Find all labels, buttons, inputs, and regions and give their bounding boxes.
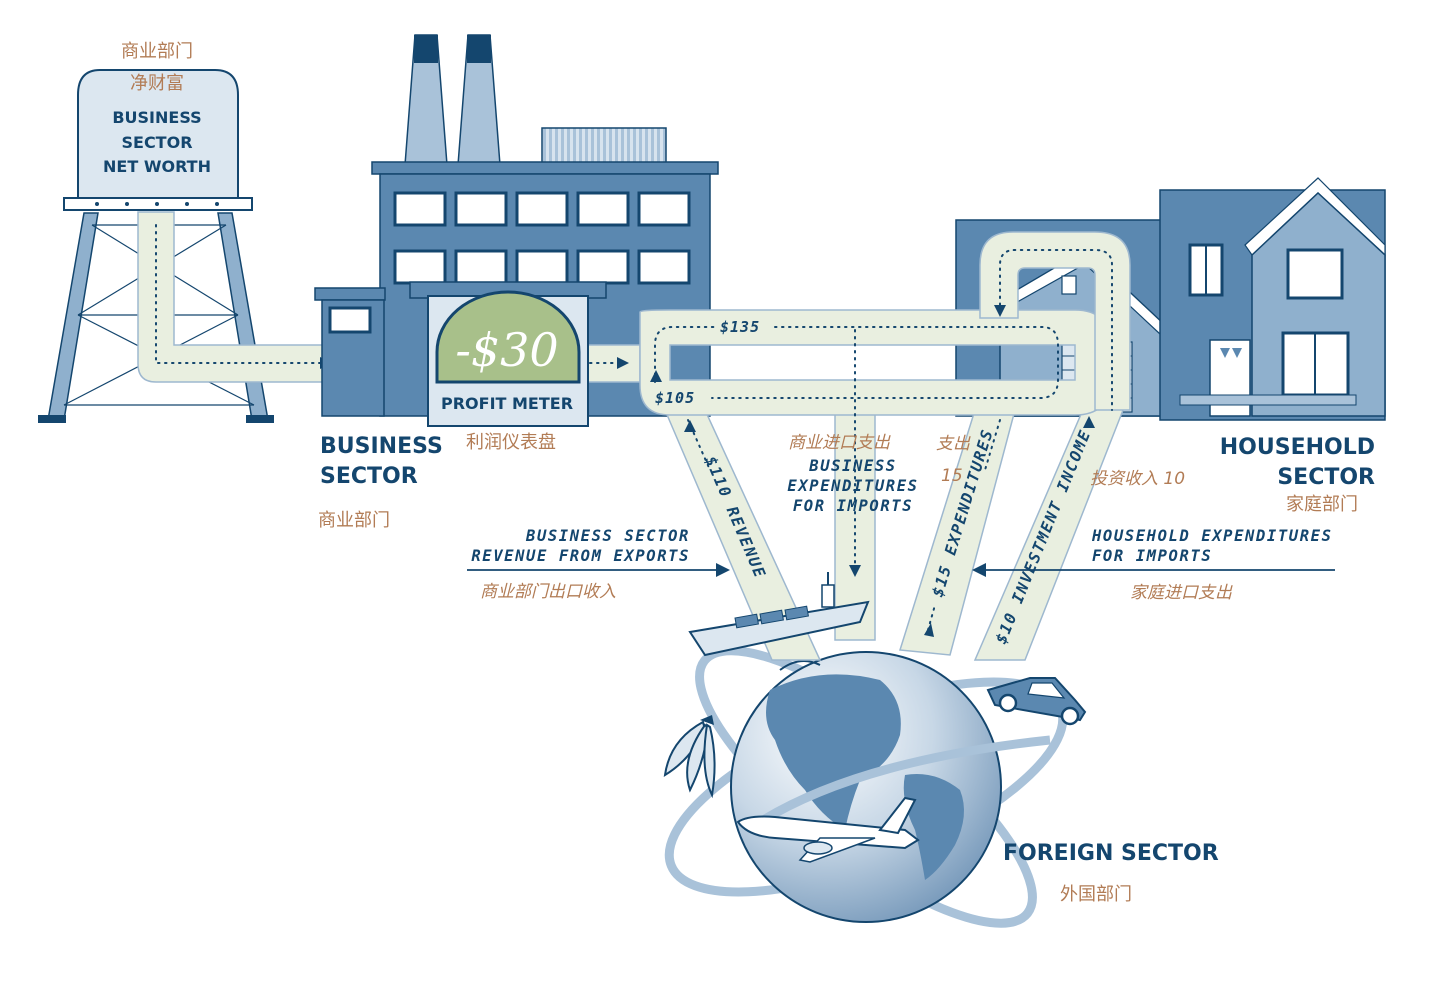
profit-meter-zh: 利润仪表盘 [466, 432, 556, 453]
water-tower: 商业部门 净财富 BUSINESS SECTOR NET WORTH [38, 41, 274, 423]
biz-imports-line3: FOR IMPORTS [793, 497, 913, 515]
spend-zh: 支出 [936, 434, 971, 454]
business-sector-line2: SECTOR [320, 464, 418, 489]
biz-imports-line2: EXPENDITURES [787, 477, 918, 495]
side-arrows [467, 563, 1335, 577]
exports-line1: BUSINESS SECTOR [525, 527, 690, 545]
tower-label-line3: NET WORTH [103, 157, 211, 176]
pipe-diagonals [663, 404, 1127, 661]
invest-zh: 投资收入 10 [1090, 469, 1185, 489]
hh-imports-zh: 家庭进口支出 [1130, 583, 1233, 603]
bananas-icon [663, 715, 716, 799]
business-sector-line1: BUSINESS [320, 434, 443, 459]
hh-imports-line2: FOR IMPORTS [1092, 547, 1212, 565]
pipe-main-loop [639, 231, 1131, 416]
biz-imports-line1: BUSINESS [808, 457, 896, 475]
tower-label-line1: BUSINESS [112, 108, 201, 127]
flow-amount-105: $105 [655, 389, 695, 407]
foreign-sector-zh: 外国部门 [1060, 884, 1132, 905]
spend-zh-value: 15 [941, 466, 963, 486]
car-icon [986, 677, 1087, 726]
globe [664, 646, 1068, 928]
exports-line2: REVENUE FROM EXPORTS [471, 547, 690, 565]
airplane-icon [736, 796, 920, 863]
profit-meter-value: -$30 [455, 323, 558, 377]
pipe-meter-to-loop [584, 344, 641, 383]
tower-zh-line1: 商业部门 [121, 41, 193, 62]
household-sector-line2: SECTOR [1277, 465, 1375, 490]
household-sector-line1: HOUSEHOLD [1220, 435, 1375, 460]
business-sector-zh: 商业部门 [318, 510, 390, 531]
tower-label-line2: SECTOR [121, 133, 192, 152]
profit-meter-label: PROFIT METER [441, 394, 573, 413]
tower-zh-line2: 净财富 [130, 73, 184, 94]
biz-imports-zh: 商业进口支出 [788, 433, 891, 453]
profit-meter: -$30 PROFIT METER [409, 281, 607, 427]
flow-dots [650, 249, 1113, 637]
flow-amount-135: $135 [720, 318, 760, 336]
household-sector-zh: 家庭部门 [1286, 494, 1358, 515]
hh-imports-line1: HOUSEHOLD EXPENDITURES [1091, 527, 1333, 545]
foreign-sector-label: FOREIGN SECTOR [1003, 841, 1219, 866]
cargo-ship-icon [688, 572, 870, 657]
exports-zh: 商业部门出口收入 [480, 582, 616, 602]
